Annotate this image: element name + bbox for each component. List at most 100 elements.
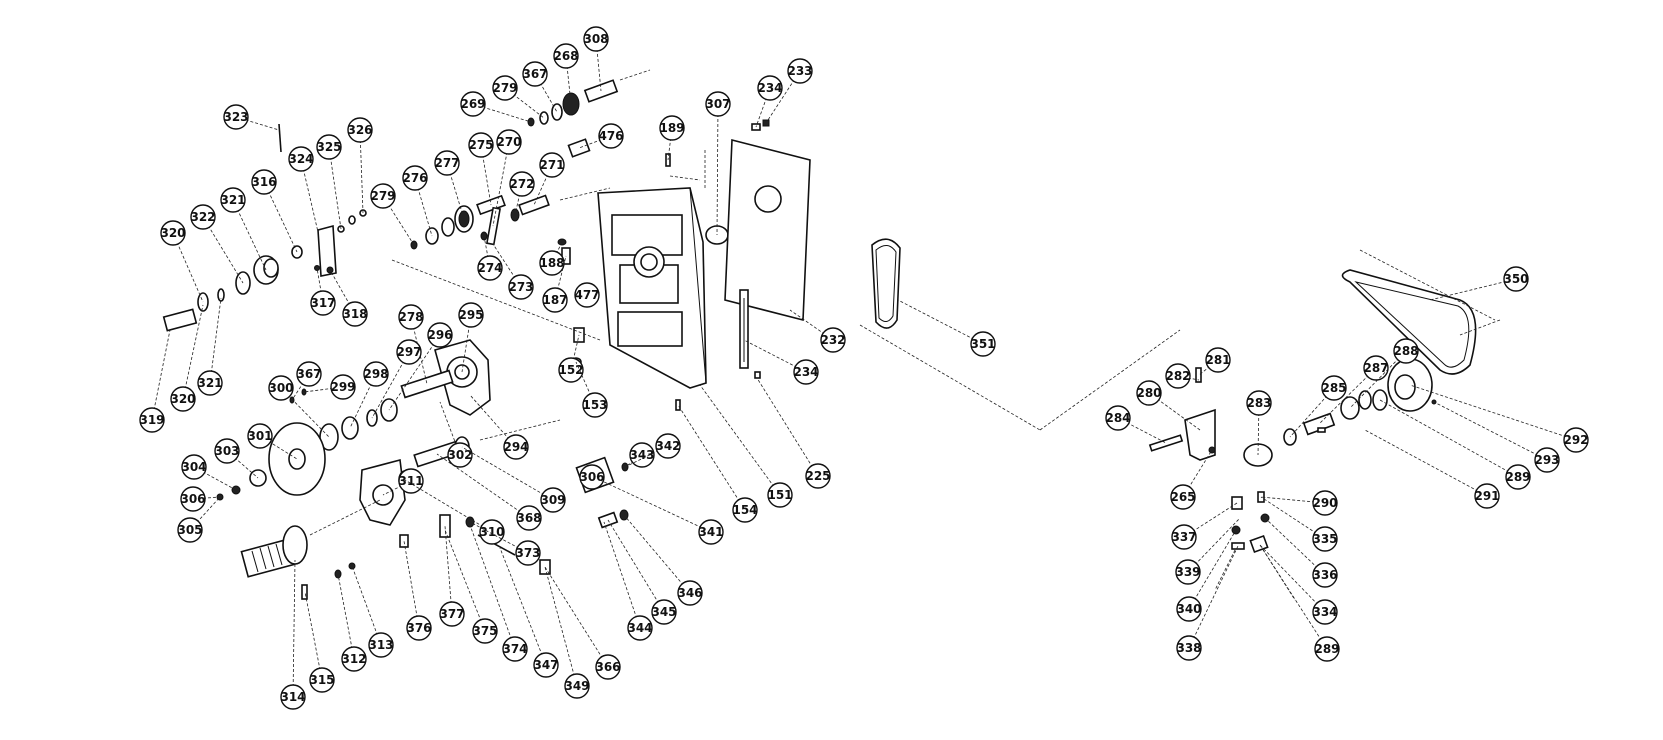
callout-153: 153: [575, 361, 608, 418]
callout-bubble: [370, 183, 396, 209]
leader-line: [1349, 350, 1407, 409]
callout-281: 281: [1198, 347, 1231, 376]
callout-bubble: [427, 322, 453, 348]
callout-bubble: [223, 104, 249, 130]
leader-line: [544, 566, 609, 668]
callout-number: 280: [1136, 386, 1161, 400]
callout-bubble: [460, 91, 486, 117]
callout-276: 276: [402, 165, 433, 237]
callout-316: 316: [251, 169, 298, 253]
callout-298: 298: [349, 361, 389, 429]
callout-323: 323: [223, 104, 280, 131]
callout-number: 233: [787, 64, 812, 78]
callout-number: 350: [1503, 272, 1528, 286]
callout-number: 343: [629, 448, 654, 462]
leader-line: [1409, 384, 1577, 441]
leader-line: [292, 559, 296, 698]
callout-bubble: [629, 442, 655, 468]
callout-number: 268: [553, 49, 578, 63]
leader-line: [677, 404, 746, 511]
callout-bubble: [341, 646, 367, 672]
callout-bubble: [342, 301, 368, 327]
callout-349: 349: [544, 566, 590, 699]
callout-number: 376: [406, 621, 431, 635]
callout-271: 271: [533, 152, 565, 206]
callout-number: 269: [460, 97, 485, 111]
callout-310: 310: [404, 479, 505, 545]
callout-number: 292: [1563, 433, 1588, 447]
leader-line: [1379, 399, 1519, 478]
callout-bubble: [368, 632, 394, 658]
callout-bubble: [1505, 464, 1531, 490]
callout-bubble: [540, 487, 566, 513]
callout-number: 304: [181, 460, 206, 474]
callout-number: 334: [1312, 605, 1337, 619]
callout-number: 342: [655, 439, 680, 453]
callout-bubble: [268, 375, 294, 401]
callout-bubble: [542, 287, 568, 313]
callout-295: 295: [458, 302, 484, 373]
callout-number: 325: [316, 140, 341, 154]
callout-number: 289: [1314, 642, 1339, 656]
callout-306: 306: [180, 486, 221, 512]
callout-number: 270: [496, 135, 521, 149]
callout-288: 288: [1349, 338, 1419, 409]
callout-number: 336: [1312, 568, 1337, 582]
callout-350: 350: [1429, 266, 1529, 301]
leader-line: [1182, 449, 1213, 498]
leader-line: [504, 87, 545, 119]
leader-line: [716, 103, 719, 236]
callout-309: 309: [461, 446, 566, 513]
callout-number: 282: [1165, 369, 1190, 383]
callout-number: 305: [177, 523, 202, 537]
callout-bubble: [458, 302, 484, 328]
callout-bubble: [406, 615, 432, 641]
callout-number: 151: [767, 488, 792, 502]
callout-bubble: [396, 339, 422, 365]
callout-bubble: [539, 250, 565, 276]
callout-number: 321: [197, 376, 222, 390]
leader-line: [337, 573, 355, 660]
callout-number: 295: [458, 308, 483, 322]
callout-bubble: [582, 392, 608, 418]
callout-bubble: [496, 129, 522, 155]
callout-number: 273: [508, 280, 533, 294]
leader-line: [461, 446, 554, 501]
callout-367: 367: [291, 361, 322, 401]
callout-277: 277: [434, 150, 465, 220]
callout-bubble: [1165, 363, 1191, 389]
callout-bubble: [398, 304, 424, 330]
callout-268: 268: [553, 43, 579, 105]
callout-bubble: [508, 274, 534, 300]
callout-bubble: [558, 357, 584, 383]
callout-bubble: [439, 601, 465, 627]
callout-bubble: [1105, 405, 1131, 431]
strip: [739, 289, 749, 369]
callout-bubble: [574, 282, 600, 308]
small-belt: [871, 238, 901, 329]
callout-number: 337: [1171, 530, 1196, 544]
callout-number: 477: [574, 288, 599, 302]
callout-368: 368: [436, 453, 542, 531]
callout-334: 334: [1258, 543, 1338, 625]
callout-bubble: [579, 464, 605, 490]
callout-279: 279: [492, 75, 545, 119]
callout-number: 152: [558, 363, 583, 377]
callout-bubble: [698, 519, 724, 545]
callout-300: 300: [268, 375, 330, 438]
callout-number: 324: [288, 152, 313, 166]
callout-bubble: [705, 91, 731, 117]
leader-line: [469, 524, 516, 650]
leader-line: [209, 297, 222, 384]
callout-bubble: [787, 58, 813, 84]
callout-344: 344: [603, 521, 653, 641]
callout-bubble: [220, 187, 246, 213]
callout-bubble: [402, 165, 428, 191]
callout-number: 301: [247, 429, 272, 443]
callout-154: 154: [677, 404, 758, 523]
callout-342: 342: [624, 433, 681, 468]
callout-number: 287: [1363, 361, 1388, 375]
callout-265: 265: [1170, 449, 1213, 510]
callout-bubble: [970, 331, 996, 357]
